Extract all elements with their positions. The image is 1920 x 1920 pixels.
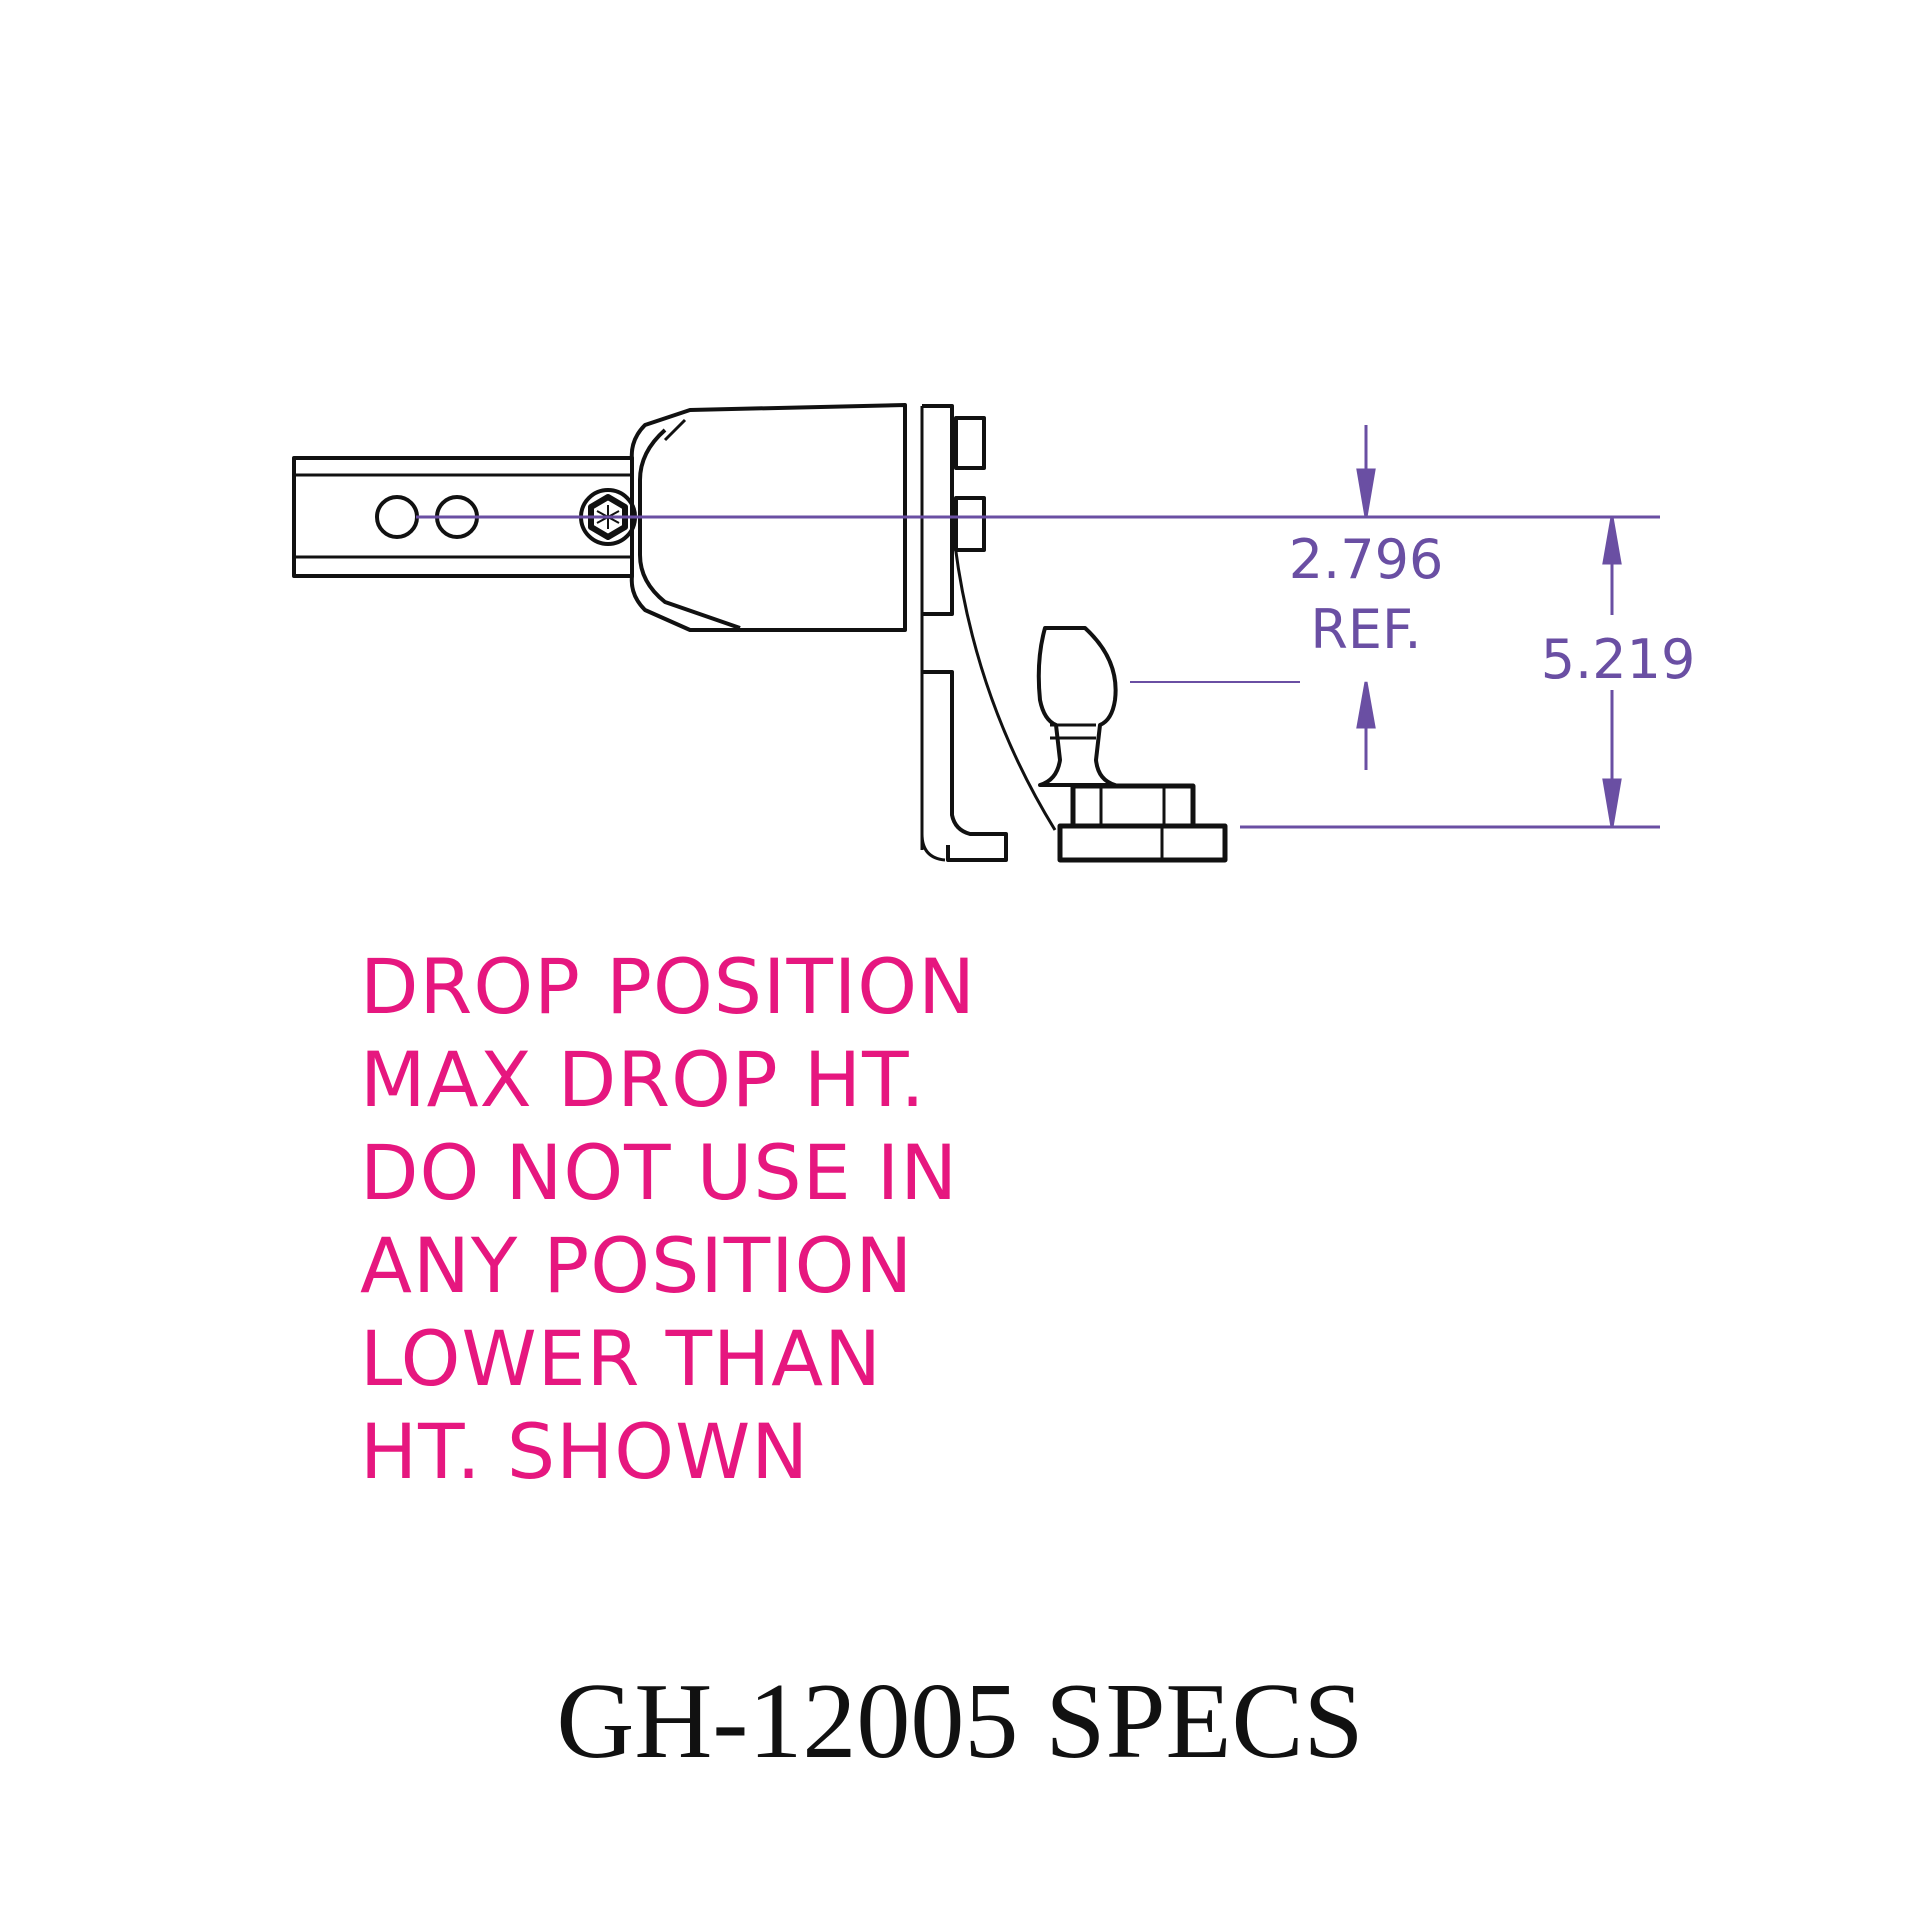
warning-line: LOWER THAN [360,1314,882,1403]
dimension-lines [416,425,1660,829]
dimension-2796: 2.796 [1289,528,1444,591]
warning-line: HT. SHOWN [360,1407,810,1496]
warning-line: DO NOT USE IN [360,1128,959,1217]
page-title: GH-12005 SPECS [556,1662,1364,1781]
pin-hole-icon [375,495,419,539]
warning-line: ANY POSITION [360,1221,914,1310]
warning-line: MAX DROP HT. [360,1035,926,1124]
warning-note: DROP POSITION MAX DROP HT. DO NOT USE IN… [360,940,976,1498]
warning-line: DROP POSITION [360,942,976,1031]
drop-plate [920,404,1057,862]
hitch-ball [1036,626,1228,863]
dimension-5219: 5.219 [1541,628,1696,691]
dimension-ref-label: REF. [1310,598,1421,661]
